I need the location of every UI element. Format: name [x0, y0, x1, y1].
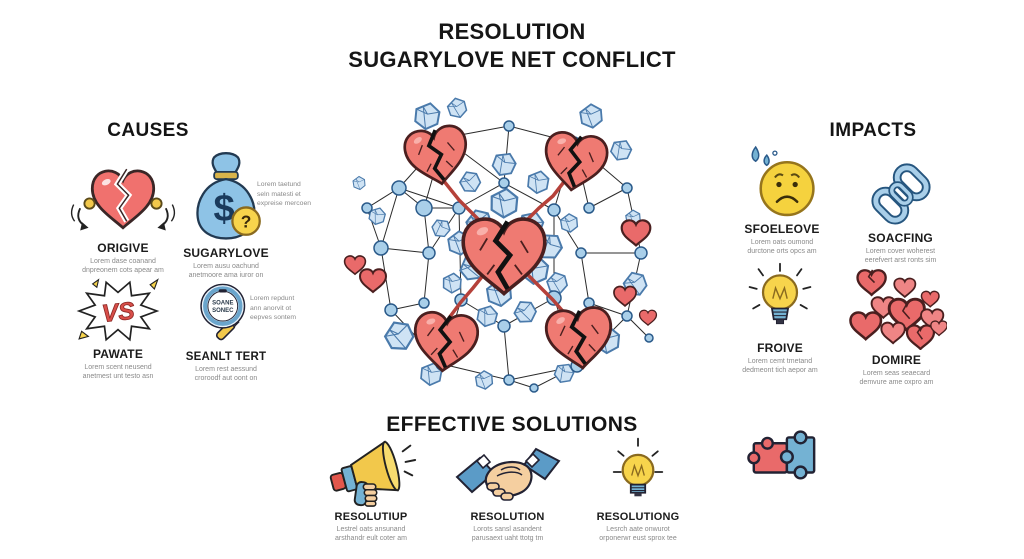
svg-text:VS: VS — [101, 298, 137, 328]
item-desc: Lorots sansl asandent parusaext uaht tto… — [471, 526, 544, 543]
page-title: RESOLUTION SUGARYLOVE NET CONFLICT — [0, 18, 1024, 74]
impact-item-sfoeleove: SFOELEOVE Lorem oats oumond durctone ort… — [728, 143, 836, 257]
cause-item-origive: ORIGIVE Lorem dase coanand dnpreonem cot… — [58, 158, 188, 276]
sugarylove-side-note: Lorem taetund seln matesti et expreise m… — [257, 181, 312, 208]
causes-heading: CAUSES — [107, 120, 189, 141]
item-desc: Lorem cover woherest eerefvert arst ront… — [864, 248, 937, 265]
item-desc: Lorem scent neusend anetmest unt testo a… — [82, 364, 154, 381]
item-label: RESOLUTION — [470, 511, 545, 523]
svg-text:$: $ — [214, 187, 235, 230]
item-desc: Lorem oats oumond durctone orts opcs am — [747, 239, 817, 256]
item-label: SOACFING — [868, 231, 933, 245]
item-label: RESOLUTIUP — [334, 511, 408, 523]
svg-text:SONEC: SONEC — [212, 308, 234, 314]
item-label: DOMIRE — [871, 353, 922, 367]
item-desc: Lorem dase coanand dnpreonem cots apear … — [82, 258, 164, 275]
item-desc: Lorem seas seaecard demvure ame oxpro am — [859, 370, 934, 387]
impact-item-froive: FROIVE Lorem cemt tmetand dedmeont tich … — [732, 262, 828, 376]
solution-item-resolution: RESOLUTION Lorots sansl asandent parusae… — [450, 436, 565, 544]
impact-item-soacfing: SOACFING Lorem cover woherest eerefvert … — [848, 158, 953, 266]
megaphone-icon — [316, 436, 426, 508]
chain-icon — [848, 158, 953, 228]
vs-burst-icon: VS — [64, 278, 172, 344]
item-label: ORIGIVE — [97, 241, 149, 255]
money-bag-icon: $ ? — [180, 150, 272, 243]
magnifier-icon: SOANE SONEC — [184, 282, 268, 348]
puzzle-icon — [746, 420, 820, 486]
item-label: FROIVE — [757, 341, 803, 355]
item-desc: Lorem ausu oachund anetmoore ama iuror o… — [188, 263, 264, 280]
impact-item-domire: DOMIRE Lorem seas seaecard demvure ame o… — [844, 264, 949, 388]
svg-text:SOANE: SOANE — [212, 301, 233, 307]
solutions-heading: EFFECTIVE SOLUTIONS — [386, 413, 638, 436]
cause-item-pawate: VS PAWATE Lorem scent neusend anetmest u… — [64, 278, 172, 382]
seanlt-side-note: Lorem repdunt ann anorvit ot eepves sont… — [250, 295, 297, 322]
item-label: SEANLT TERT — [185, 351, 267, 363]
item-desc: Lorem rest aessund croroodf aut oont on — [194, 366, 258, 383]
item-desc: Lorem cemt tmetand dedmeont tich aepor a… — [742, 358, 818, 375]
broken-hearts-network-illustration — [339, 88, 669, 403]
solution-item-resolutiup: RESOLUTIUP Lestrel oats ansunand arsthan… — [316, 436, 426, 544]
item-label: PAWATE — [92, 347, 144, 361]
hearts-cluster-icon — [844, 264, 949, 350]
sad-face-icon — [728, 143, 836, 219]
item-label: SFOELEOVE — [744, 222, 820, 236]
cause-item-seanlt-tert: SOANE SONEC SEANLT TERT Lorem rest aessu… — [184, 282, 268, 384]
impacts-heading: IMPACTS — [829, 120, 917, 141]
item-desc: Lesrch aate onwurot orponerwr eust sprox… — [599, 526, 677, 543]
title-line1: RESOLUTION — [438, 19, 586, 44]
lightbulb-icon — [732, 262, 828, 338]
solution-item-resolutiong: RESOLUTIONG Lesrch aate onwurot orponerw… — [582, 436, 694, 544]
item-label: RESOLUTIONG — [596, 511, 680, 523]
broken-heart-icon — [58, 158, 188, 238]
title-line2: SUGARYLOVE NET CONFLICT — [348, 47, 676, 73]
cause-item-sugarylove: $ ? SUGARYLOVE Lorem ausu oachund anetmo… — [180, 150, 272, 281]
lightbulb-rays-icon — [582, 436, 694, 508]
svg-text:?: ? — [241, 212, 252, 232]
handshake-icon — [450, 436, 565, 508]
item-desc: Lestrel oats ansunand arsthandr eult cot… — [335, 526, 407, 543]
item-label: SUGARYLOVE — [183, 246, 269, 260]
